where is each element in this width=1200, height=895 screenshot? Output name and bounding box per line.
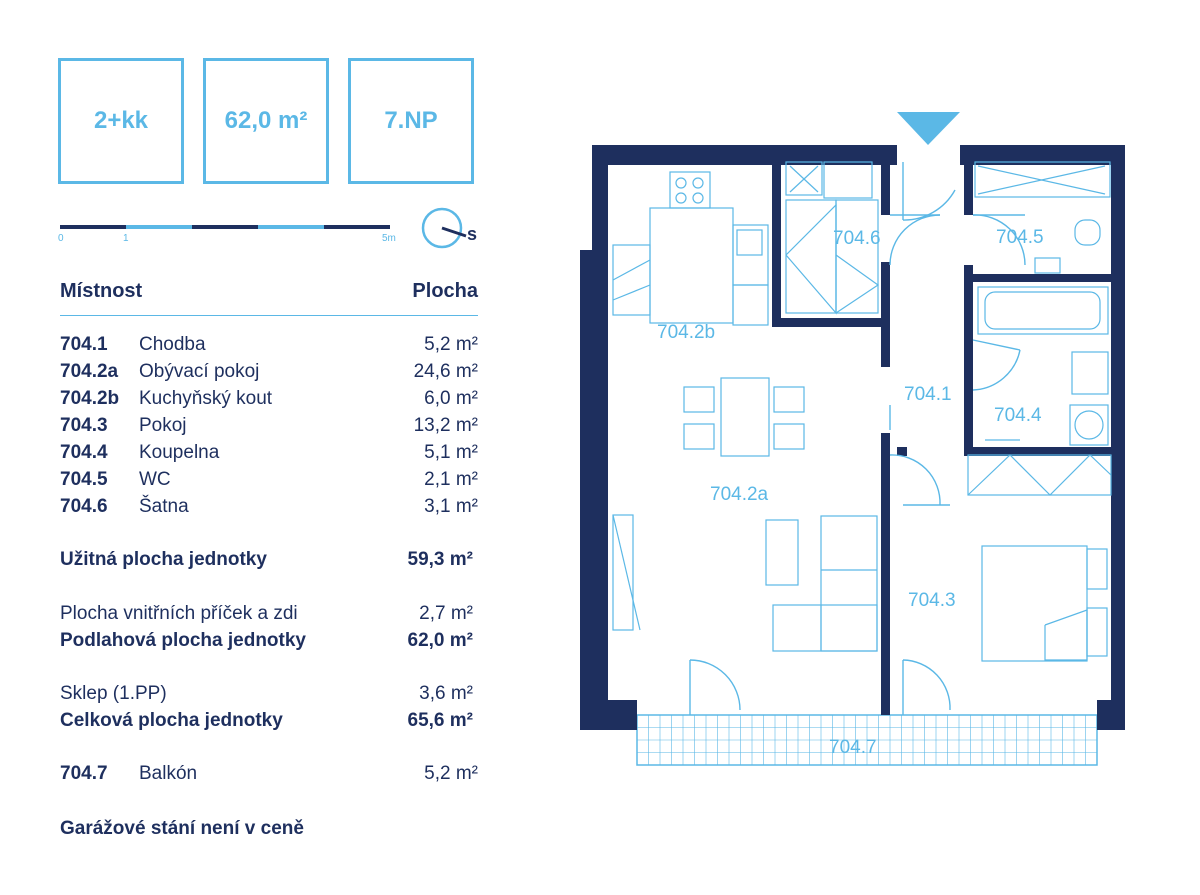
scale-label-mark: 1 — [123, 233, 129, 244]
room-code: 704.2a — [60, 361, 119, 382]
layout-badge: 2+kk — [58, 58, 184, 184]
bedroom-fixtures — [967, 454, 1112, 662]
room-name: Koupelna — [139, 442, 220, 463]
column-header-area: Plocha — [412, 280, 478, 302]
sofa — [765, 515, 878, 652]
wc-fixtures — [1034, 219, 1101, 274]
room-name: Pokoj — [139, 415, 187, 436]
wardrobe — [785, 199, 880, 315]
room-name: Chodba — [139, 334, 206, 355]
room-label-704-2a: 704.2a — [710, 484, 769, 505]
room-label-704-3: 704.3 — [908, 590, 956, 611]
dining-table — [683, 377, 805, 457]
room-label-704-5: 704.5 — [996, 227, 1044, 248]
usable-area-value: 59,3 m² — [407, 549, 473, 570]
header-divider — [60, 315, 478, 316]
room-code: 704.2b — [60, 388, 120, 409]
interior-walls — [772, 165, 1114, 715]
floor-badge-text: 7.NP — [384, 107, 438, 134]
scale-label-end: 5m — [382, 233, 396, 244]
outer-walls — [580, 145, 1125, 730]
table-row: 704.4 Koupelna 5,1 m² — [60, 442, 478, 466]
kitchen — [612, 171, 769, 326]
area-badge-text: 62,0 m² — [224, 107, 308, 134]
entrance-arrow-icon — [897, 112, 960, 145]
room-name: Šatna — [139, 496, 189, 517]
floor-area-label: Podlahová plocha jednotky — [60, 630, 306, 651]
table-row: 704.6 Šatna 3,1 m² — [60, 496, 478, 520]
garage-note: Garážové stání není v ceně — [60, 818, 304, 839]
table-row: 704.3 Pokoj 13,2 m² — [60, 415, 478, 439]
total-area-label: Celková plocha jednotky — [60, 710, 283, 731]
room-name: WC — [139, 469, 171, 490]
scale-bar — [60, 225, 390, 229]
balcony-value: 5,2 m² — [424, 763, 478, 784]
room-label-704-7: 704.7 — [829, 737, 877, 758]
scale-label-start: 0 — [58, 233, 64, 244]
room-area: 3,1 m² — [424, 496, 478, 517]
balcony-name: Balkón — [139, 763, 198, 784]
bathroom-fixtures — [977, 286, 1109, 446]
room-area: 13,2 m² — [413, 415, 478, 436]
room-code: 704.1 — [60, 334, 108, 355]
compass-icon — [421, 207, 467, 249]
balcony — [636, 714, 1098, 766]
room-area: 6,0 m² — [424, 388, 478, 409]
room-label-704-4: 704.4 — [994, 405, 1042, 426]
room-code: 704.3 — [60, 415, 108, 436]
room-code: 704.5 — [60, 469, 108, 490]
table-row: 704.2b Kuchyňský kout 6,0 m² — [60, 388, 478, 412]
room-label-704-6: 704.6 — [833, 228, 881, 249]
area-badge: 62,0 m² — [203, 58, 329, 184]
total-area-value: 65,6 m² — [407, 710, 473, 731]
room-area: 24,6 m² — [413, 361, 478, 382]
balcony-row: 704.7 Balkón 5,2 m² — [60, 763, 478, 787]
floor-badge: 7.NP — [348, 58, 474, 184]
table-row: 704.2a Obývací pokoj 24,6 m² — [60, 361, 478, 385]
partitions-label: Plocha vnitřních příček a zdi — [60, 603, 298, 624]
usable-area-label: Užitná plocha jednotky — [60, 549, 267, 570]
room-code: 704.4 — [60, 442, 108, 463]
compass-label: S — [467, 224, 478, 244]
doors — [689, 162, 1026, 715]
balcony-code: 704.7 — [60, 763, 108, 784]
room-area: 2,1 m² — [424, 469, 478, 490]
room-label-704-2b: 704.2b — [657, 322, 715, 343]
window-strip — [612, 161, 1111, 631]
column-header-room: Místnost — [60, 280, 143, 302]
room-label-704-1: 704.1 — [904, 384, 952, 405]
table-row: 704.1 Chodba 5,2 m² — [60, 334, 478, 358]
partitions-value: 2,7 m² — [419, 603, 473, 624]
room-area: 5,1 m² — [424, 442, 478, 463]
floor-area-value: 62,0 m² — [407, 630, 473, 651]
room-code: 704.6 — [60, 496, 108, 517]
room-area: 5,2 m² — [424, 334, 478, 355]
cellar-value: 3,6 m² — [419, 683, 473, 704]
layout-badge-text: 2+kk — [93, 107, 149, 134]
cellar-label: Sklep (1.PP) — [60, 683, 167, 704]
room-name: Kuchyňský kout — [139, 388, 273, 409]
room-name: Obývací pokoj — [139, 361, 260, 382]
table-row: 704.5 WC 2,1 m² — [60, 469, 478, 493]
